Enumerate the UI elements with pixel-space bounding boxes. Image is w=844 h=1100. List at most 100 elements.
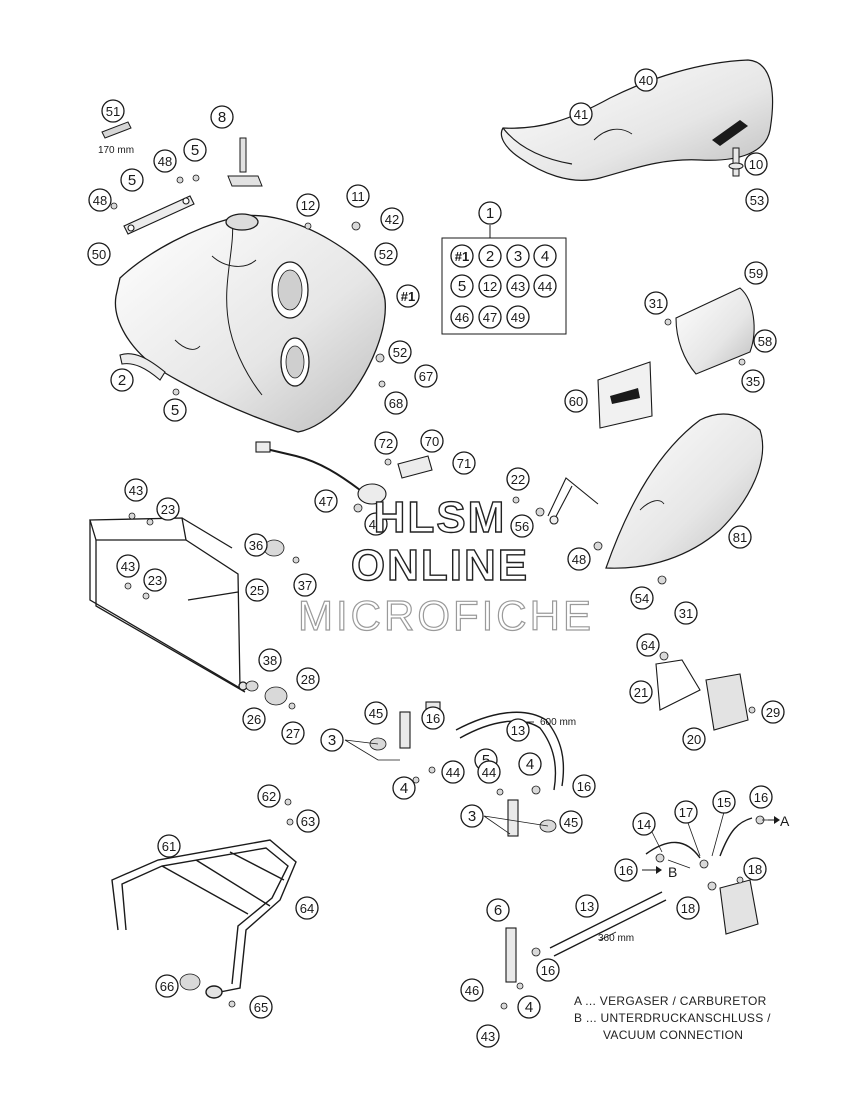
callout-circle — [575, 894, 599, 918]
group-box-item-5: 5 — [450, 274, 474, 298]
callout-circle — [380, 207, 404, 231]
callout-circle — [629, 680, 653, 704]
callout-number: 31 — [649, 296, 663, 311]
group-box-number: 5 — [458, 278, 466, 295]
callout-circle — [518, 752, 542, 776]
callout-43-1: 43 — [116, 554, 140, 578]
callout-circle — [506, 718, 530, 742]
callout-43-0: 43 — [124, 478, 148, 502]
fuel-tap-drawing — [399, 701, 519, 983]
callout-52-1: 52 — [388, 340, 412, 364]
callout-number: 37 — [298, 578, 312, 593]
group-box-item-12: 12 — [478, 274, 502, 298]
callout-43-2: 43 — [476, 1024, 500, 1048]
callout-48-1: 48 — [88, 188, 112, 212]
callout-25-0: 25 — [245, 578, 269, 602]
callout-circle — [157, 834, 181, 858]
callout-circle — [506, 467, 530, 491]
callout-number: 3 — [468, 808, 476, 825]
callout-number: 46 — [465, 983, 479, 998]
callout-circle — [346, 184, 370, 208]
callout-circle — [761, 700, 785, 724]
callout-number: 13 — [511, 723, 525, 738]
callout-17-0: 17 — [674, 800, 698, 824]
group-box-circle — [506, 274, 530, 298]
callout-3-0: 3 — [320, 728, 344, 752]
fuel-hoses-drawing — [455, 711, 753, 957]
callout-49-0: 49 — [364, 512, 388, 536]
callout-circle — [296, 193, 320, 217]
arrow-a-marker: A — [768, 813, 790, 829]
callout-circle — [295, 896, 319, 920]
callout-59-0: 59 — [744, 261, 768, 285]
callout-52-0: 52 — [374, 242, 398, 266]
callout-31-1: 31 — [674, 601, 698, 625]
callout-circle — [101, 99, 125, 123]
callout-number: 29 — [766, 705, 780, 720]
callout-27-0: 27 — [281, 721, 305, 745]
callout-44-1: 44 — [477, 760, 501, 784]
group-box-number: 3 — [514, 248, 522, 265]
callout-13-0: 13 — [506, 718, 530, 742]
hose-segment-51 — [101, 121, 132, 139]
callout-number: 45 — [369, 706, 383, 721]
callout-38-0: 38 — [258, 648, 282, 672]
callout-number: 8 — [218, 109, 226, 126]
callout-circle — [559, 810, 583, 834]
callout-number: 3 — [328, 732, 336, 749]
callout-16-1: 16 — [572, 774, 596, 798]
callout-circle — [87, 242, 111, 266]
callout-number: 53 — [750, 193, 764, 208]
legend-line-b2: VACUUM CONNECTION — [603, 1028, 744, 1042]
callout-number: 65 — [254, 1000, 268, 1015]
callout-number: 36 — [249, 538, 263, 553]
callout-hash1-0: #1 — [396, 284, 420, 308]
callout-number: 38 — [263, 653, 277, 668]
callout-circle — [124, 478, 148, 502]
callout-48-2: 48 — [567, 547, 591, 571]
callout-18-1: 18 — [676, 896, 700, 920]
callout-4-2: 4 — [517, 995, 541, 1019]
callout-circle — [712, 790, 736, 814]
callout-number: 40 — [639, 73, 653, 88]
callout-number: 16 — [426, 711, 440, 726]
callout-number: 60 — [569, 394, 583, 409]
group-box-item-46: 46 — [450, 305, 474, 329]
callout-circle — [296, 667, 320, 691]
callout-number: 71 — [457, 456, 471, 471]
callout-21-0: 21 — [629, 680, 653, 704]
dimension-600mm: 600 mm — [540, 717, 576, 728]
callout-37-0: 37 — [293, 573, 317, 597]
callout-number: 23 — [161, 502, 175, 517]
group-box-circle — [450, 244, 474, 268]
number-plate-drawing — [597, 361, 653, 429]
callout-16-2: 16 — [749, 785, 773, 809]
watermark-line3: MICROFICHE — [298, 592, 594, 639]
callout-number: 43 — [481, 1029, 495, 1044]
callout-number: 18 — [748, 862, 762, 877]
callout-number: 16 — [577, 779, 591, 794]
callout-number: 42 — [385, 212, 399, 227]
callout-circle — [674, 601, 698, 625]
callout-70-0: 70 — [420, 429, 444, 453]
callout-circle — [183, 138, 207, 162]
callout-number: 66 — [160, 979, 174, 994]
tank-bracket-2 — [119, 353, 166, 381]
dimension-360mm: 360 mm — [598, 933, 634, 944]
callout-circle — [384, 391, 408, 415]
callout-circle — [476, 1024, 500, 1048]
callout-circle — [741, 369, 765, 393]
callout-number: 67 — [419, 369, 433, 384]
callout-4-1: 4 — [518, 752, 542, 776]
callout-72-0: 72 — [374, 431, 398, 455]
callout-40-0: 40 — [634, 68, 658, 92]
callout-number: 22 — [511, 472, 525, 487]
callout-number: 51 — [106, 104, 120, 119]
callout-number: 48 — [572, 552, 586, 567]
callout-circle — [572, 774, 596, 798]
group-box-item-3: 3 — [506, 244, 530, 268]
seat-drawing — [500, 59, 774, 181]
callout-number: 17 — [679, 805, 693, 820]
